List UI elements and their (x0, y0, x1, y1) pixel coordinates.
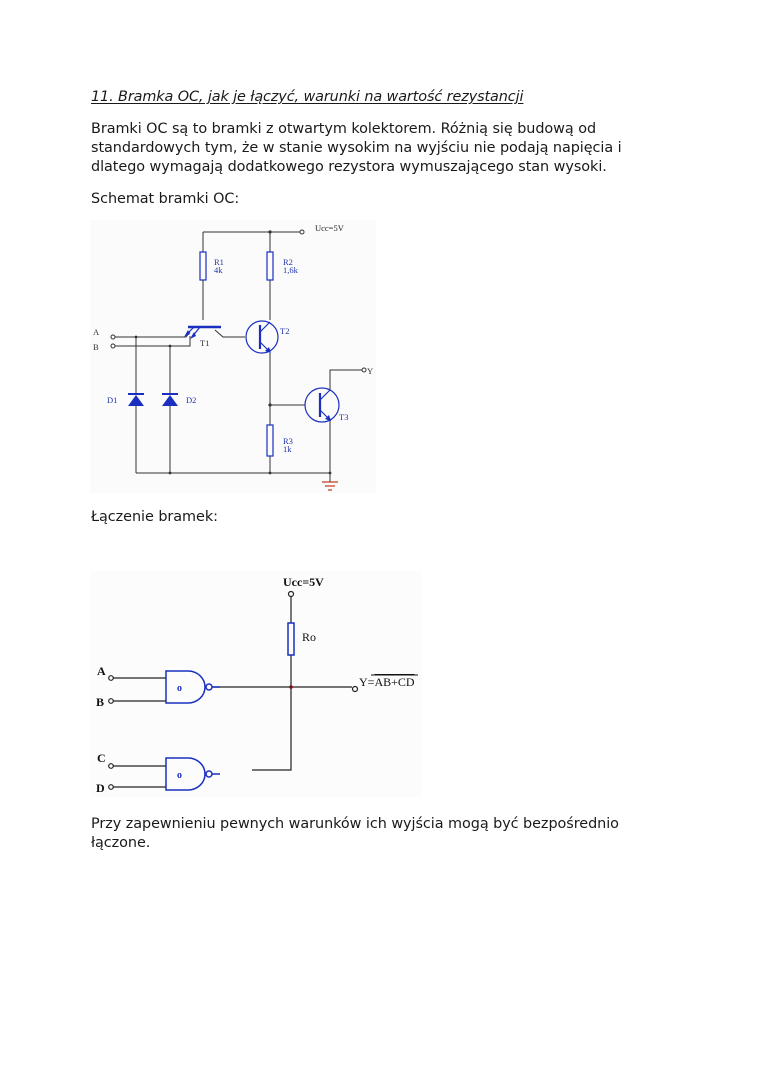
output-terminal (351, 685, 359, 693)
gate1-input-wires (113, 677, 166, 702)
ro-resistor (287, 622, 295, 656)
intro-line: standardowych tym, że w stanie wysokim n… (91, 140, 622, 156)
input-a-terminal (108, 675, 114, 681)
supply-label: Ucc=5V (283, 575, 324, 589)
conclusion-line: Przy zapewnieniu pewnych warunków ich wy… (91, 816, 619, 832)
section-heading: 11. Bramka OC, jak je łączyć, warunki na… (91, 89, 524, 105)
nand-gate-2 (165, 757, 206, 791)
gate2-symbol: o (177, 770, 182, 781)
input-b-label: B (93, 342, 99, 352)
oc-gate-schematic-image: Ucc=5V R1 4k R2 1,6k R3 1k T2 T3 T1 D1 D… (90, 220, 376, 493)
intro-line: Bramki OC są to bramki z otwartym kolekt… (91, 121, 597, 137)
output-terminal (361, 367, 367, 373)
r3-resistor (266, 424, 274, 457)
d2-diode (162, 395, 178, 406)
input-b-label: B (96, 695, 104, 709)
gate1-symbol: o (177, 683, 182, 694)
ro-label: Ro (302, 630, 316, 644)
input-b-terminal (110, 343, 116, 349)
r1-resistor (199, 251, 207, 281)
supply-terminal (299, 229, 305, 235)
supply-terminal (287, 590, 295, 598)
nand-gate-1 (165, 670, 206, 704)
wired-and-bus (252, 655, 292, 771)
input-a-label: A (93, 327, 100, 337)
intro-paragraph: Bramki OC są to bramki z otwartym kolekt… (91, 120, 651, 177)
intro-line: dlatego wymagają dodatkowego rezystora w… (91, 159, 607, 175)
input-a-terminal (110, 334, 116, 340)
gate2-output-bubble (205, 770, 213, 778)
output-label: Y (367, 366, 373, 376)
t3-label: T3 (339, 412, 348, 422)
t2-transistor (245, 320, 279, 354)
gate1-output-bubble (205, 683, 213, 691)
conclusion-line: łączone. (91, 835, 151, 851)
d2-label: D2 (186, 395, 196, 405)
supply-label: Ucc=5V (315, 223, 345, 233)
oc-gate-schematic: Ucc=5V R1 4k R2 1,6k R3 1k T2 T3 T1 D1 D… (93, 223, 373, 491)
conclusion-paragraph: Przy zapewnieniu pewnych warunków ich wy… (91, 815, 671, 853)
r1-value: 4k (214, 265, 223, 275)
gate2-input-wires (113, 765, 166, 788)
input-a-label: A (97, 664, 106, 678)
input-a-wire (115, 331, 191, 338)
d1-label: D1 (107, 395, 117, 405)
r3-value: 1k (283, 444, 292, 454)
schematic-caption: Schemat bramki OC: (91, 191, 240, 207)
t3-collector-wire (329, 369, 362, 390)
t1-collector-wire (214, 329, 245, 338)
gate-connection-image: Ucc=5V Ro A B C D Y=AB+CD o o (90, 571, 422, 797)
input-b-terminal (108, 698, 114, 704)
d1-diode (128, 395, 144, 406)
r2-value: 1,6k (283, 265, 299, 275)
r3-label: R3 (283, 436, 293, 446)
input-c-terminal (108, 763, 114, 769)
input-b-wire (115, 336, 191, 347)
r1-label: R1 (214, 257, 224, 267)
t3-transistor (304, 387, 340, 423)
r2-label: R2 (283, 257, 293, 267)
input-c-label: C (97, 751, 106, 765)
input-d-label: D (96, 781, 105, 795)
t2-label: T2 (280, 326, 289, 336)
input-d-terminal (108, 784, 114, 790)
gate-connection-diagram: Ucc=5V Ro A B C D Y=AB+CD o o (96, 575, 418, 795)
r2-resistor (266, 251, 274, 281)
output-expression: Y=AB+CD (359, 675, 415, 689)
connection-caption: Łączenie bramek: (91, 509, 218, 525)
t1-label: T1 (200, 338, 209, 348)
ground-symbol (322, 481, 338, 491)
